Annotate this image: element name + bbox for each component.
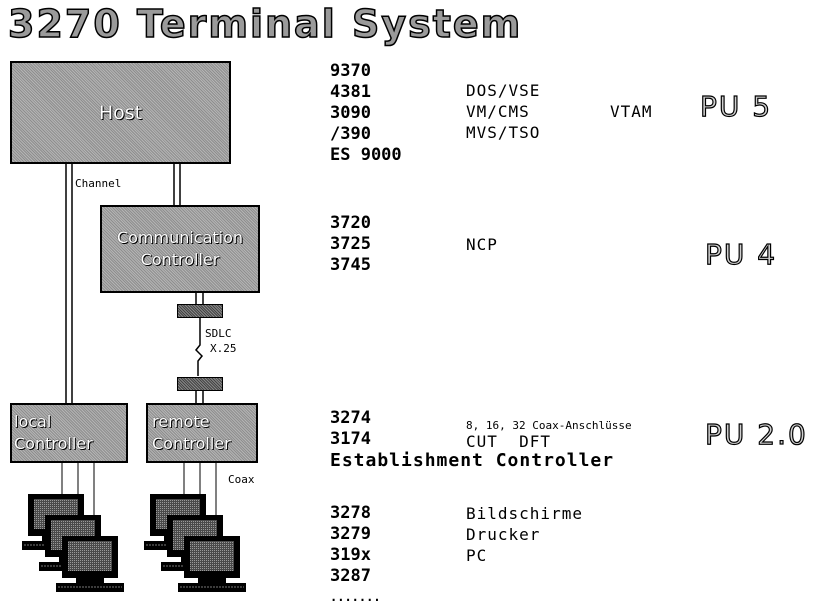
host-os-list: DOS/VSE VM/CMS MVS/TSO bbox=[466, 80, 540, 143]
ctrl-caption: Establishment Controller bbox=[330, 450, 615, 471]
sdlc-link bbox=[194, 317, 204, 376]
coax-label: Coax bbox=[228, 473, 255, 486]
device-models: 3278 3279 319x 3287 ....... bbox=[330, 503, 381, 608]
local-controller-label-1: local bbox=[14, 412, 52, 431]
page-title: 3270 Terminal System bbox=[7, 1, 523, 47]
host-box: Host bbox=[10, 61, 231, 164]
ctrl-model: 3174 bbox=[330, 429, 371, 449]
host-access-method: VTAM bbox=[610, 102, 653, 121]
host-os: MVS/TSO bbox=[466, 123, 541, 142]
local-controller-box: local Controller bbox=[10, 403, 128, 463]
host-os: VM/CMS bbox=[466, 102, 530, 121]
device-model: 319x bbox=[330, 545, 371, 565]
comm-software: NCP bbox=[466, 235, 498, 254]
modem-top bbox=[177, 304, 223, 318]
local-terminals bbox=[21, 493, 125, 593]
remote-controller-label-2: Controller bbox=[152, 434, 231, 453]
modem-bottom bbox=[177, 377, 223, 391]
device-model: 3287 bbox=[330, 566, 371, 586]
device-model: 3279 bbox=[330, 524, 371, 544]
host-model: 4381 bbox=[330, 82, 371, 102]
pu4-label: PU 4 bbox=[704, 237, 778, 271]
device-type: Drucker bbox=[466, 525, 541, 544]
host-model: 3090 bbox=[330, 103, 371, 123]
comm-controller-label-1: Communication bbox=[116, 228, 244, 247]
device-type: PC bbox=[466, 546, 488, 565]
device-types: Bildschirme Drucker PC bbox=[466, 503, 583, 566]
host-label: Host bbox=[98, 101, 143, 124]
comm-controller-label-2: Controller bbox=[140, 250, 220, 269]
comm-model: 3745 bbox=[330, 255, 371, 275]
host-model: ES 9000 bbox=[330, 145, 402, 165]
comm-model: 3720 bbox=[330, 213, 371, 233]
remote-terminals bbox=[143, 493, 247, 593]
local-controller-label-2: Controller bbox=[14, 434, 93, 453]
device-type: Bildschirme bbox=[466, 504, 583, 523]
x25-label: X.25 bbox=[210, 342, 237, 355]
pu20-label: PU 2.0 bbox=[704, 417, 808, 451]
remote-controller-label-1: remote bbox=[152, 412, 210, 431]
host-models: 9370 4381 3090 /390 ES 9000 bbox=[330, 61, 402, 166]
ctrl-models: 3274 3174 bbox=[330, 408, 371, 450]
ctrl-model: 3274 bbox=[330, 408, 371, 428]
host-model: /390 bbox=[330, 124, 371, 144]
comm-model: 3725 bbox=[330, 234, 371, 254]
communication-controller-box: Communication Controller bbox=[100, 205, 260, 293]
ctrl-ports: 8, 16, 32 Coax-Anschlüsse bbox=[466, 419, 632, 432]
pu5-label: PU 5 bbox=[699, 89, 773, 123]
remote-controller-box: remote Controller bbox=[146, 403, 258, 463]
device-model: ....... bbox=[330, 590, 381, 604]
device-model: 3278 bbox=[330, 503, 371, 523]
comm-models: 3720 3725 3745 bbox=[330, 213, 371, 276]
host-model: 9370 bbox=[330, 61, 371, 81]
channel-label: Channel bbox=[75, 177, 122, 190]
host-os: DOS/VSE bbox=[466, 81, 541, 100]
sdlc-label: SDLC bbox=[205, 327, 232, 340]
ctrl-modes: CUT DFT bbox=[466, 432, 552, 451]
